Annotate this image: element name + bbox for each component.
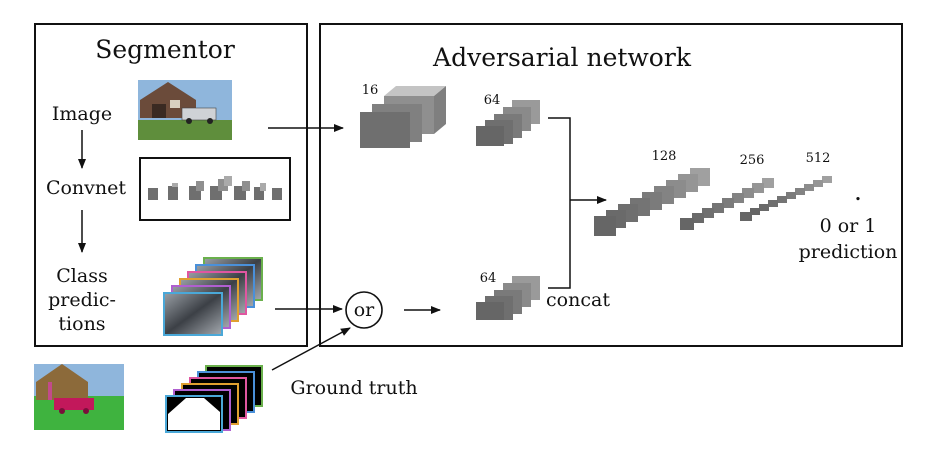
segmentor-title: Segmentor: [95, 35, 235, 64]
or-node: [345, 291, 383, 329]
output-line1: 0 or 1: [820, 215, 877, 237]
class-prediction-maps: [163, 257, 263, 336]
class-label-line2: predic-: [48, 289, 116, 311]
or-label: or: [354, 299, 375, 321]
block-stack-64-top: [476, 100, 540, 146]
ground-truth-maps: [165, 365, 263, 433]
ground-truth-label: Ground truth: [290, 377, 417, 399]
segmentor-panel: [34, 23, 308, 347]
block-stack-16: [360, 86, 446, 148]
block-stack-64-bottom: [476, 276, 540, 320]
class-label-line3: tions: [58, 313, 105, 335]
adversarial-panel: [319, 23, 903, 347]
gt-to-or-arrow: [271, 327, 351, 371]
convnet-label: Convnet: [46, 177, 126, 199]
class-label-line1: Class: [56, 265, 107, 287]
output-dot: .: [854, 177, 862, 206]
concat-label: concat: [546, 289, 610, 311]
layer-label-128: 128: [652, 149, 677, 164]
layer-label-256: 256: [740, 153, 765, 168]
block-stack-128: [594, 168, 710, 236]
output-line2: prediction: [799, 241, 898, 263]
block-stack-512: [740, 176, 832, 221]
input-photo: [138, 80, 232, 140]
layer-label-64-top: 64: [484, 93, 501, 108]
convnet-box: [139, 157, 291, 221]
adversarial-title: Adversarial network: [432, 43, 692, 72]
image-label: Image: [52, 103, 112, 125]
convnet-blocks: [148, 176, 282, 200]
layer-label-64-bottom: 64: [480, 271, 497, 286]
layer-label-512: 512: [806, 151, 831, 166]
block-stack-256: [680, 178, 774, 230]
concat-bracket: [548, 117, 571, 289]
ground-truth-photo: [34, 364, 124, 430]
layer-label-16: 16: [362, 83, 379, 98]
